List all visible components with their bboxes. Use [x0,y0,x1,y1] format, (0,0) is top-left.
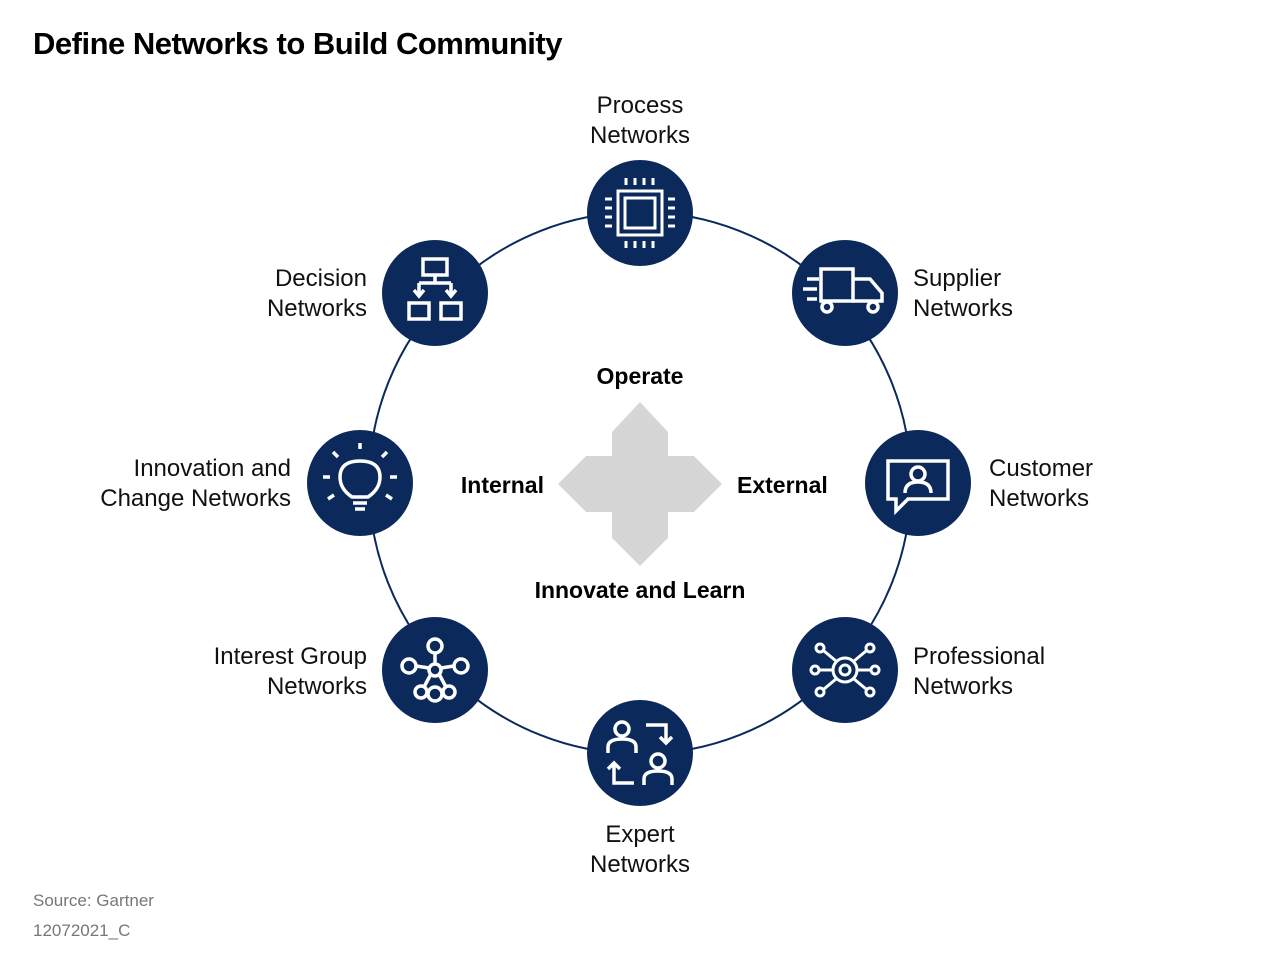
hub-network-icon [400,637,470,703]
axis-bottom-label: Innovate and Learn [534,577,746,603]
expert-node [587,700,693,806]
people-exchange-icon [606,720,674,785]
professional-node [792,617,898,723]
axis-right-label: External [737,472,828,498]
process-node [587,160,693,266]
axis-top-label: Operate [596,363,684,389]
supplier-node [792,240,898,346]
customer-node [865,430,971,536]
source-note: Source: Gartner [33,891,154,910]
chip-icon [605,178,675,248]
target-network-icon [809,642,881,698]
figure-code: 12072021_C [33,921,131,940]
decision-node [382,240,488,346]
axis-left-label: Internal [460,472,544,498]
interest-group-node [382,617,488,723]
direction-arrows-icon [558,402,722,566]
truck-icon [803,267,884,314]
innovation-node [307,430,413,536]
page-title: Define Networks to Build Community [33,26,562,61]
flowchart-icon [407,257,463,321]
lightbulb-icon [323,443,397,511]
chat-person-icon [886,459,950,516]
